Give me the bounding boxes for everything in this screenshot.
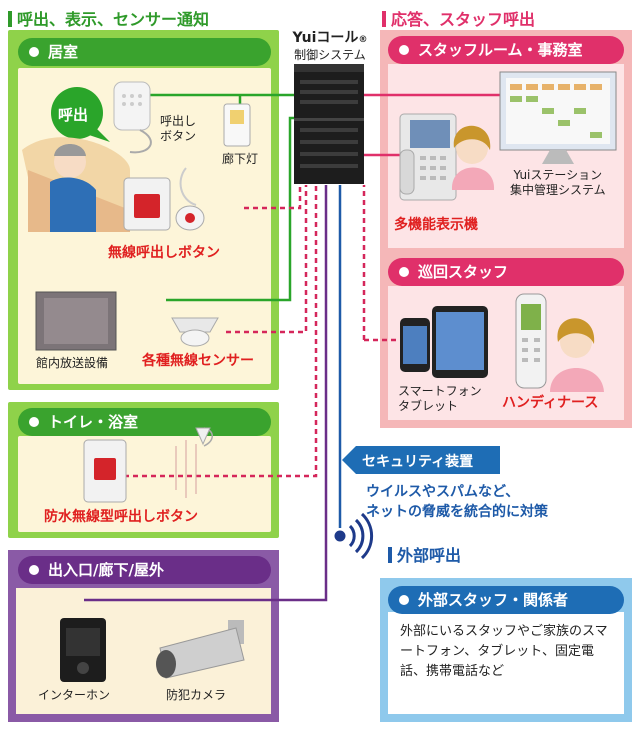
patrol-person-icon: [550, 318, 604, 392]
security-label-bg: [342, 446, 500, 474]
tab-patrol[interactable]: 巡回スタッフ: [388, 258, 624, 286]
operator-person-icon: [451, 125, 495, 190]
system-subtitle: 制御システム: [294, 48, 366, 62]
hall-light-icon: [223, 103, 251, 147]
waterproof-button-label: 防水無線型呼出しボタン: [44, 509, 198, 525]
wireless-lines-red: [124, 185, 400, 478]
tab-bath[interactable]: トイレ・浴室: [18, 408, 271, 436]
wired-lines-pink: [364, 93, 500, 157]
security-label: セキュリティ装置: [362, 454, 474, 470]
tab-entrance-label: 出入口/廊下/屋外: [48, 561, 164, 579]
call-button-label: 呼出し ボタン: [160, 114, 197, 143]
tab-staffroom-label: スタッフルーム・事務室: [418, 41, 583, 59]
camera-icon: [156, 620, 245, 679]
system-label: Yuiコール® 制御システム: [290, 30, 370, 62]
monitor-icon: [499, 71, 617, 164]
wireless-button-icon: [123, 177, 171, 231]
external-desc: 外部にいるスタッフやご家族のスマートフォン、タブレット、固定電話、携帯電話など: [400, 624, 608, 679]
handy-label: ハンディナース: [502, 395, 599, 411]
tab-external[interactable]: 外部スタッフ・関係者: [388, 586, 624, 614]
tab-patrol-label: 巡回スタッフ: [418, 263, 509, 281]
waterproof-button-icon: [83, 439, 127, 503]
security-desc: ウイルスやスパムなど、 ネットの脅威を統合的に対策: [366, 484, 548, 520]
tablet-icon: [432, 306, 488, 378]
right-section-title: 応答、スタッフ呼出: [391, 10, 536, 29]
tab-bath-label: トイレ・浴室: [48, 413, 139, 431]
tab-room-label: 居室: [48, 43, 79, 61]
call-bubble-label: 呼出: [58, 106, 89, 124]
smartphone-label: スマートフォン タブレット: [398, 384, 482, 413]
speaker-icon: [35, 291, 117, 351]
tab-staffroom[interactable]: スタッフルーム・事務室: [388, 36, 624, 64]
station-label: Yuiステーション 集中管理システム: [510, 168, 606, 197]
left-section-title: 呼出、表示、センサー通知: [17, 10, 210, 29]
wired-line-purple: [84, 185, 328, 602]
call-station-icon: [113, 81, 152, 154]
ceiling-sensor-icon: [171, 317, 219, 347]
right-section-header: 応答、スタッフ呼出: [382, 6, 535, 30]
external-panel: [388, 612, 624, 714]
intercom-icon: [60, 618, 106, 682]
sensors-label: 各種無線センサー: [142, 353, 254, 369]
system-reg: ®: [358, 35, 368, 45]
smartphone-icon: [400, 318, 430, 372]
control-system-rack: [294, 64, 364, 184]
hall-light-label: 廊下灯: [222, 152, 259, 166]
wireless-pendant-icon: [175, 167, 205, 231]
system-brand: Yuiコール: [292, 30, 359, 46]
pull-cord-icon: [175, 427, 213, 498]
wireless-signal-icon: [334, 512, 374, 560]
handset-icon: [515, 293, 547, 389]
tab-room[interactable]: 居室: [18, 38, 271, 66]
bath-panel: [18, 436, 271, 532]
tab-external-label: 外部スタッフ・関係者: [418, 591, 569, 609]
external-section-title: 外部呼出: [397, 546, 462, 565]
phone-label: 多機能表示機: [394, 217, 478, 233]
call-bubble-icon: [51, 87, 110, 142]
wireless-button-label: 無線呼出しボタン: [108, 245, 220, 261]
person-icon: [22, 137, 130, 232]
left-section-header: 呼出、表示、センサー通知: [8, 6, 209, 30]
broadcast-label: 館内放送設備: [36, 356, 109, 370]
external-section-header: 外部呼出: [388, 542, 461, 566]
camera-label: 防犯カメラ: [166, 688, 227, 702]
desk-phone-icon: [399, 113, 457, 201]
intercom-label: インターホン: [38, 688, 111, 702]
tab-entrance[interactable]: 出入口/廊下/屋外: [18, 556, 271, 584]
